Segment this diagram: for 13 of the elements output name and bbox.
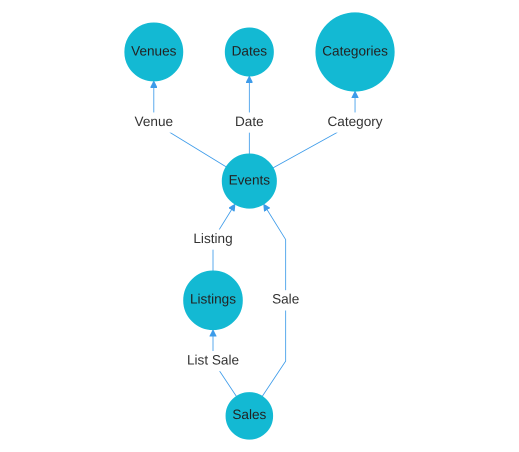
edge-label: Date (234, 114, 264, 130)
edge-label: List Sale (186, 353, 240, 368)
arrow (262, 204, 286, 397)
node-circle: Listings (183, 270, 243, 330)
edge-label: Venue (134, 114, 174, 130)
edge-label: Category (327, 114, 383, 130)
node-circle: Sales (226, 392, 274, 440)
node-circle: Venues (124, 22, 184, 82)
edge-label: Listing (193, 232, 233, 246)
edge-label: Sale (272, 292, 300, 308)
node-circle: Categories (315, 12, 395, 92)
node-circle: Dates (224, 27, 274, 76)
node-circle: Events (222, 154, 277, 209)
